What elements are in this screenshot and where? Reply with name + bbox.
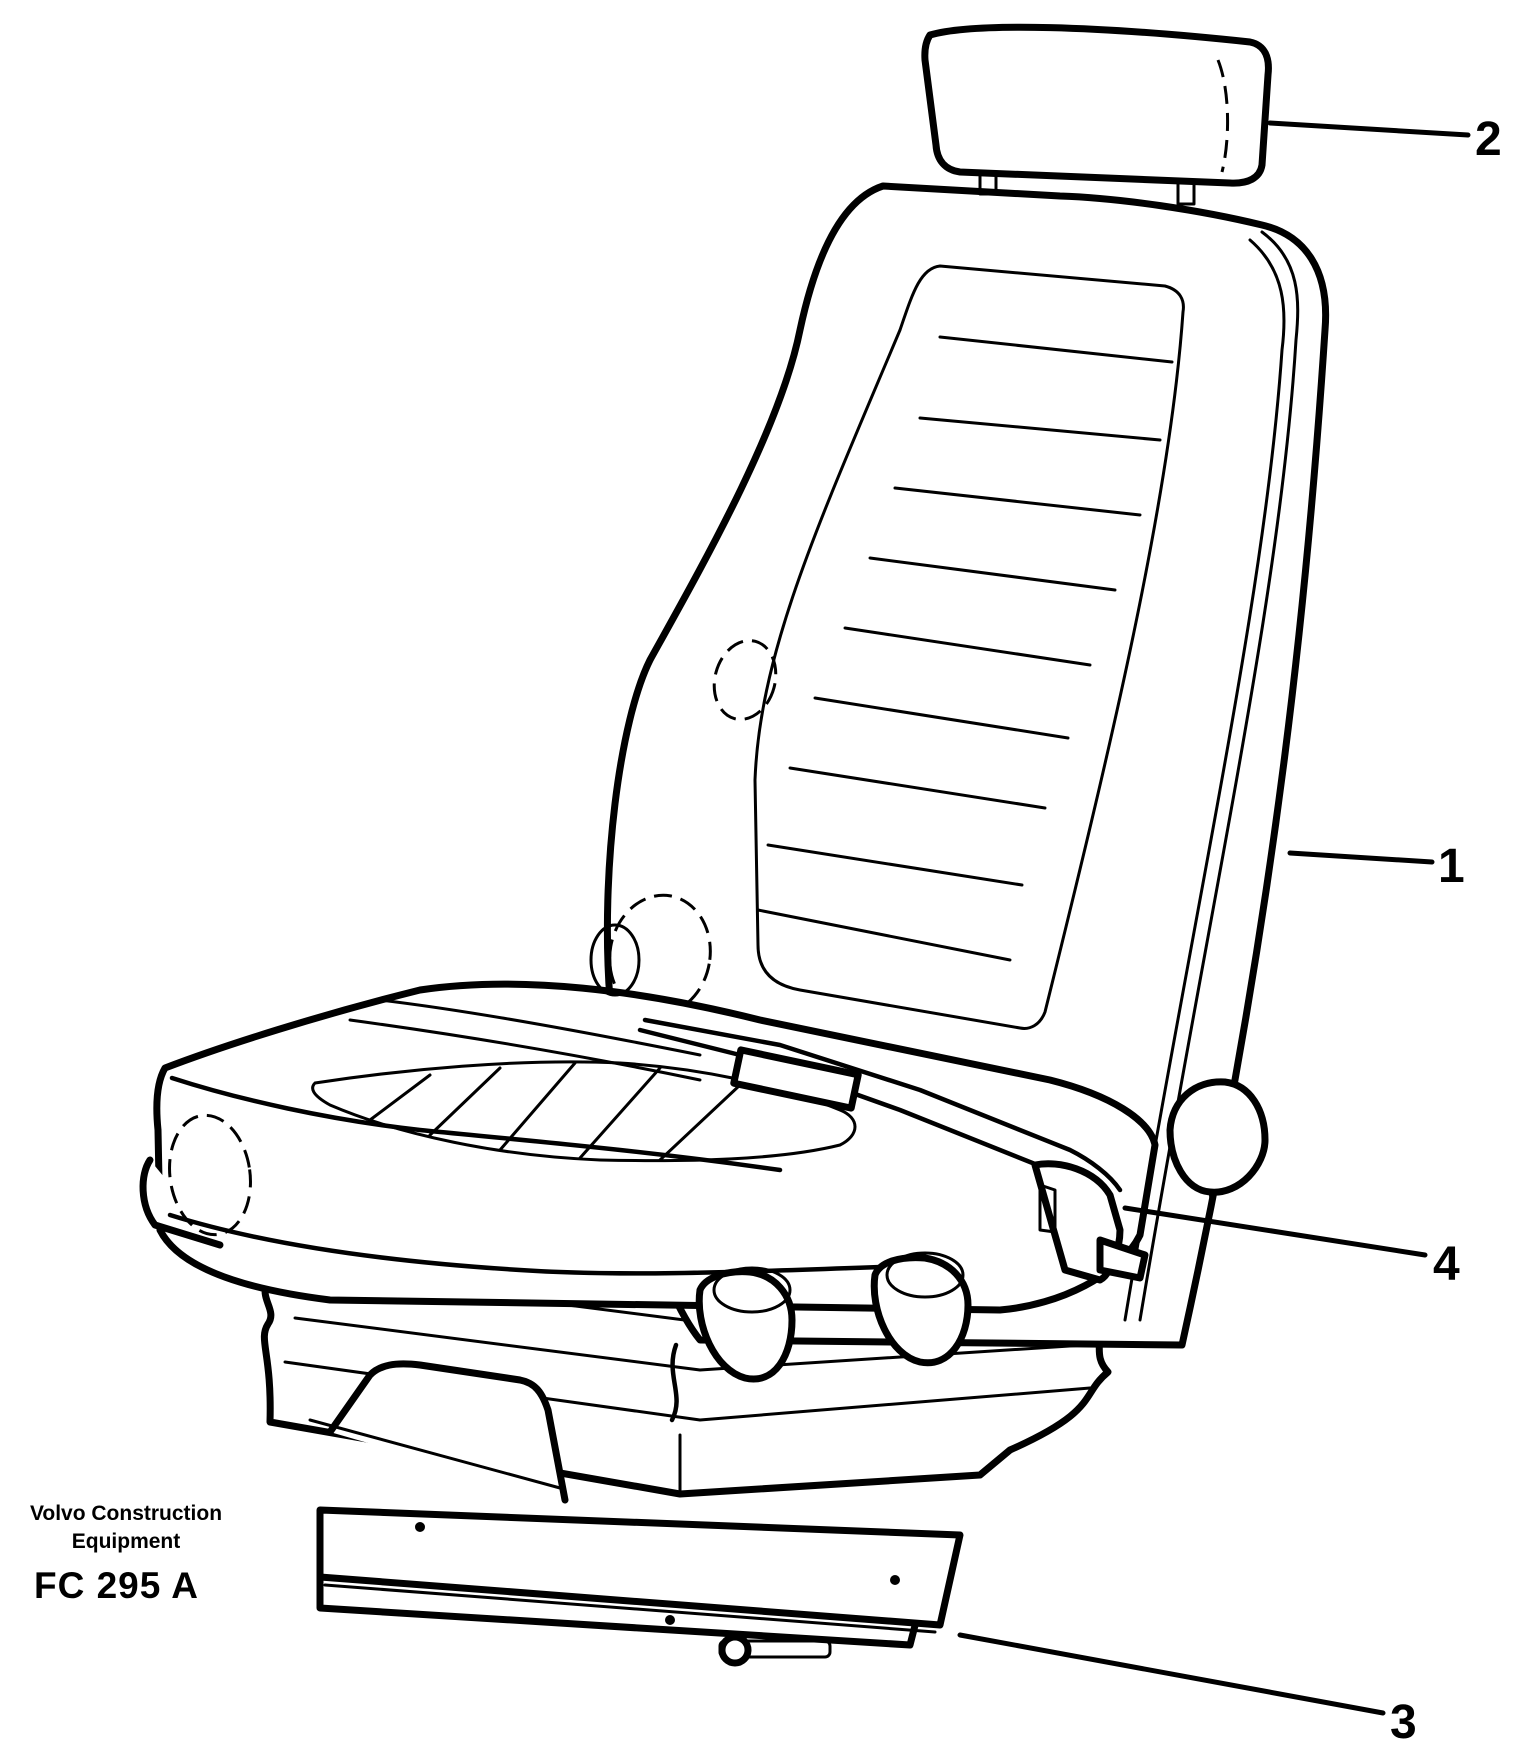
callout-2: 2 — [1475, 113, 1502, 166]
seat-cushion — [139, 980, 1159, 1314]
callout-4: 4 — [1433, 1238, 1460, 1291]
callout-1: 1 — [1438, 840, 1465, 893]
brand-label: Volvo Construction Equipment — [10, 1500, 242, 1556]
headrest — [921, 23, 1272, 206]
brand-line-2: Equipment — [71, 1530, 181, 1553]
adjustment-knobs — [589, 923, 1269, 1383]
figure-code: FC 295 A — [34, 1565, 199, 1606]
slide-rail-assembly — [316, 1506, 964, 1667]
callout-3: 3 — [1390, 1696, 1417, 1747]
leader-lines — [957, 120, 1471, 1716]
brand-line-1: Volvo Construction — [29, 1502, 223, 1525]
